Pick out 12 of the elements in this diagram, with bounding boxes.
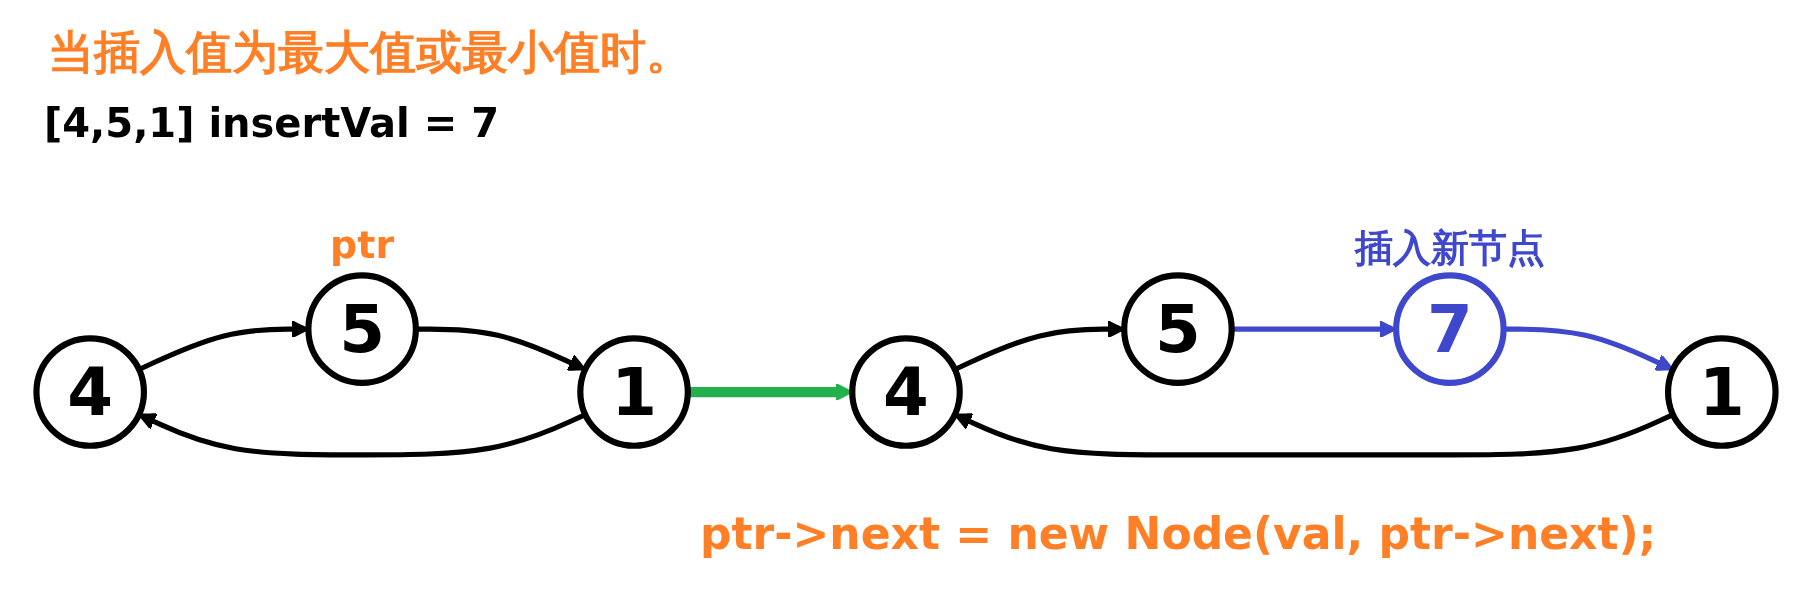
node-caption: 插入新节点 [1354,225,1545,273]
node-circle: 4 [849,335,963,449]
node-circle: 5 [1121,272,1235,386]
code-text: ptr->next = new Node(val, ptr->next); [700,508,1657,559]
node-circle: 1 [577,335,691,449]
node-caption: ptr [330,223,395,268]
node-circle: 4 [33,335,147,449]
title: 当插入值为最大值或最小值时。 [48,24,692,81]
input-text: [4,5,1] insertVal = 7 [44,100,500,146]
node-circle: 5 [305,272,419,386]
node-circle: 1 [1665,335,1779,449]
node-circle: 7 [1393,272,1507,386]
